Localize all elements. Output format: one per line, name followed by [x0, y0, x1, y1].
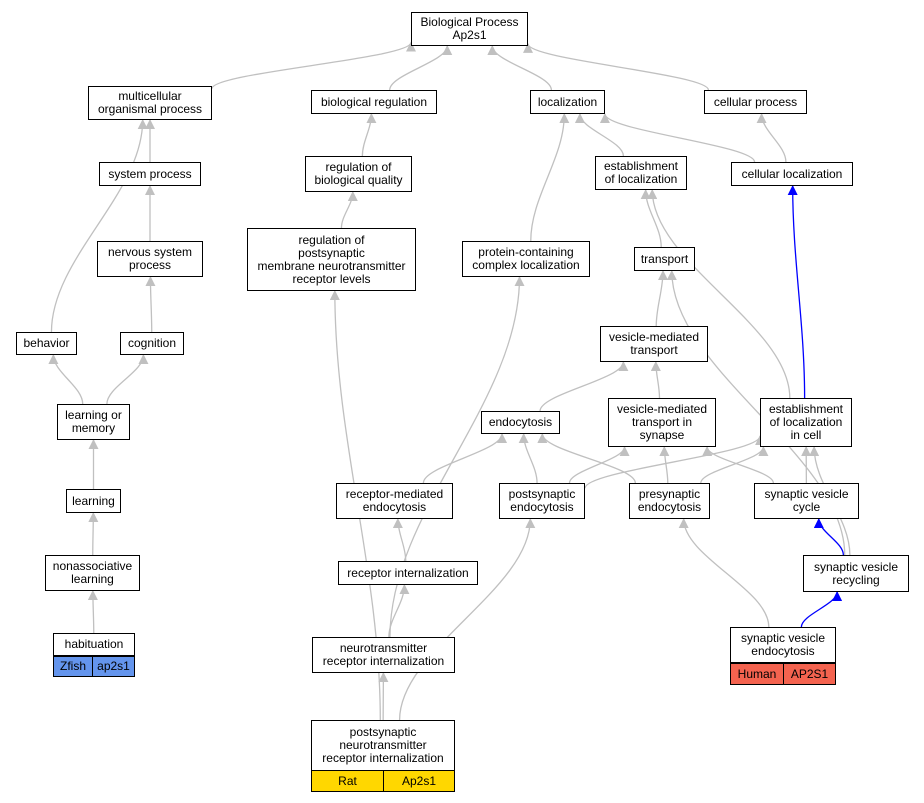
edge-learning_memory-to-behavior — [48, 354, 84, 405]
edge-localization-to-root — [487, 45, 553, 91]
node-protein-containing-complex-localization[interactable]: protein-containing complex localization — [462, 241, 590, 277]
edge-bio_reg-to-root — [389, 45, 453, 91]
node-biological-process[interactable]: Biological Process Ap2s1 — [411, 12, 528, 46]
edge-cell_loc-to-cell_proc — [756, 113, 787, 163]
edge-syn_endo-to-syn_recycling — [800, 591, 843, 628]
edge-reg_bio_quality-to-bio_reg — [361, 113, 377, 157]
node-synaptic-vesicle-recycling[interactable]: synaptic vesicle recycling — [803, 555, 909, 592]
edge-syn_cycle-to-vesicle_synapse — [702, 446, 775, 484]
edge-protein_complex-to-localization — [530, 113, 570, 242]
node-cellular-localization[interactable]: cellular localization — [731, 162, 853, 186]
annotation-gene-ap2s1-human: AP2S1 — [783, 663, 836, 685]
edge-postsyn_nt_intern-to-postsyn_endo — [398, 518, 536, 721]
edge-syn_recycling-to-syn_cycle — [813, 518, 845, 556]
edge-vesicle_transport-to-transport — [655, 270, 669, 327]
edge-postsyn_endo-to-endocytosis — [518, 433, 538, 484]
edge-receptor_intern-to-receptor_endo — [392, 518, 407, 562]
edge-habituation-to-nonassoc — [87, 590, 98, 634]
edge-estab_in_cell-to-establishment — [647, 189, 791, 399]
node-localization[interactable]: localization — [530, 90, 605, 114]
node-vesicle-mediated-transport[interactable]: vesicle-mediated transport — [600, 326, 708, 362]
node-regulation-of-postsynaptic-receptor-levels[interactable]: regulation of postsynaptic membrane neur… — [247, 228, 416, 291]
edge-estab_in_cell-to-cell_loc — [787, 185, 806, 399]
node-vesicle-mediated-transport-in-synapse[interactable]: vesicle-mediated transport in synapse — [608, 398, 716, 447]
node-nonassociative-learning[interactable]: nonassociative learning — [45, 555, 140, 591]
node-postsynaptic-endocytosis[interactable]: postsynaptic endocytosis — [499, 483, 585, 519]
node-regulation-of-biological-quality[interactable]: regulation of biological quality — [305, 156, 412, 192]
edge-transport-to-establishment — [640, 189, 662, 248]
edge-learning_memory-to-cognition — [106, 354, 149, 405]
annotation-species-human: Human — [730, 663, 784, 685]
edge-nonassoc-to-learning — [88, 512, 99, 556]
edge-reg_postsyn-to-reg_bio_quality — [340, 191, 358, 229]
node-biological-regulation[interactable]: biological regulation — [311, 90, 437, 114]
node-endocytosis[interactable]: endocytosis — [481, 411, 560, 434]
node-learning-or-memory[interactable]: learning or memory — [57, 404, 130, 440]
edge-nt_intern-to-receptor_intern — [388, 584, 410, 638]
node-transport[interactable]: transport — [634, 247, 695, 271]
node-cellular-process[interactable]: cellular process — [704, 90, 807, 114]
node-establishment-of-localization-in-cell[interactable]: establishment of localization in cell — [760, 398, 852, 447]
edge-establishment-to-localization — [574, 113, 625, 157]
edge-presyn_endo-to-vesicle_synapse — [659, 446, 670, 484]
edge-nt_intern-to-protein_complex — [389, 276, 525, 638]
edge-cognition-to-nervous — [145, 276, 156, 333]
node-postsynaptic-neurotransmitter-receptor-internalization[interactable]: postsynaptic neurotransmitter receptor i… — [311, 720, 455, 771]
edge-multicellular-to-root — [211, 41, 416, 89]
node-nervous-system-process[interactable]: nervous system process — [97, 241, 203, 277]
node-receptor-mediated-endocytosis[interactable]: receptor-mediated endocytosis — [336, 483, 453, 519]
annotation-species-zfish: Zfish — [53, 656, 93, 677]
annotation-gene-ap2s1-rat: Ap2s1 — [383, 770, 455, 792]
node-behavior[interactable]: behavior — [16, 332, 77, 355]
edge-endocytosis-to-vesicle_transport — [539, 361, 629, 412]
node-learning[interactable]: learning — [66, 489, 121, 513]
node-neurotransmitter-receptor-internalization[interactable]: neurotransmitter receptor internalizatio… — [312, 637, 455, 673]
edge-postsyn_endo-to-vesicle_synapse — [568, 446, 630, 484]
annotation-gene-ap2s1-zfish: ap2s1 — [92, 656, 135, 677]
node-receptor-internalization[interactable]: receptor internalization — [338, 561, 478, 585]
node-habituation[interactable]: habituation — [53, 633, 135, 656]
edge-cell_proc-to-root — [523, 42, 710, 91]
node-cognition[interactable]: cognition — [120, 332, 184, 355]
edge-cell_loc-to-localization — [599, 113, 756, 163]
node-synaptic-vesicle-cycle[interactable]: synaptic vesicle cycle — [754, 483, 859, 519]
node-presynaptic-endocytosis[interactable]: presynaptic endocytosis — [629, 483, 710, 519]
edge-syn_endo-to-presyn_endo — [678, 518, 770, 628]
edge-postsyn_endo-to-estab_in_cell — [584, 435, 765, 489]
annotation-species-rat: Rat — [311, 770, 384, 792]
edge-receptor_endo-to-endocytosis — [422, 433, 507, 484]
edge-presyn_endo-to-estab_in_cell — [700, 446, 769, 484]
edge-presyn_endo-to-endocytosis — [537, 433, 636, 484]
edge-behavior-to-multicellular — [50, 119, 148, 333]
edge-vesicle_synapse-to-vesicle_transport — [650, 361, 661, 399]
node-multicellular-organismal-process[interactable]: multicellular organismal process — [88, 86, 212, 120]
node-system-process[interactable]: system process — [99, 162, 201, 186]
node-synaptic-vesicle-endocytosis[interactable]: synaptic vesicle endocytosis — [730, 627, 836, 663]
node-establishment-of-localization[interactable]: establishment of localization — [595, 156, 687, 190]
